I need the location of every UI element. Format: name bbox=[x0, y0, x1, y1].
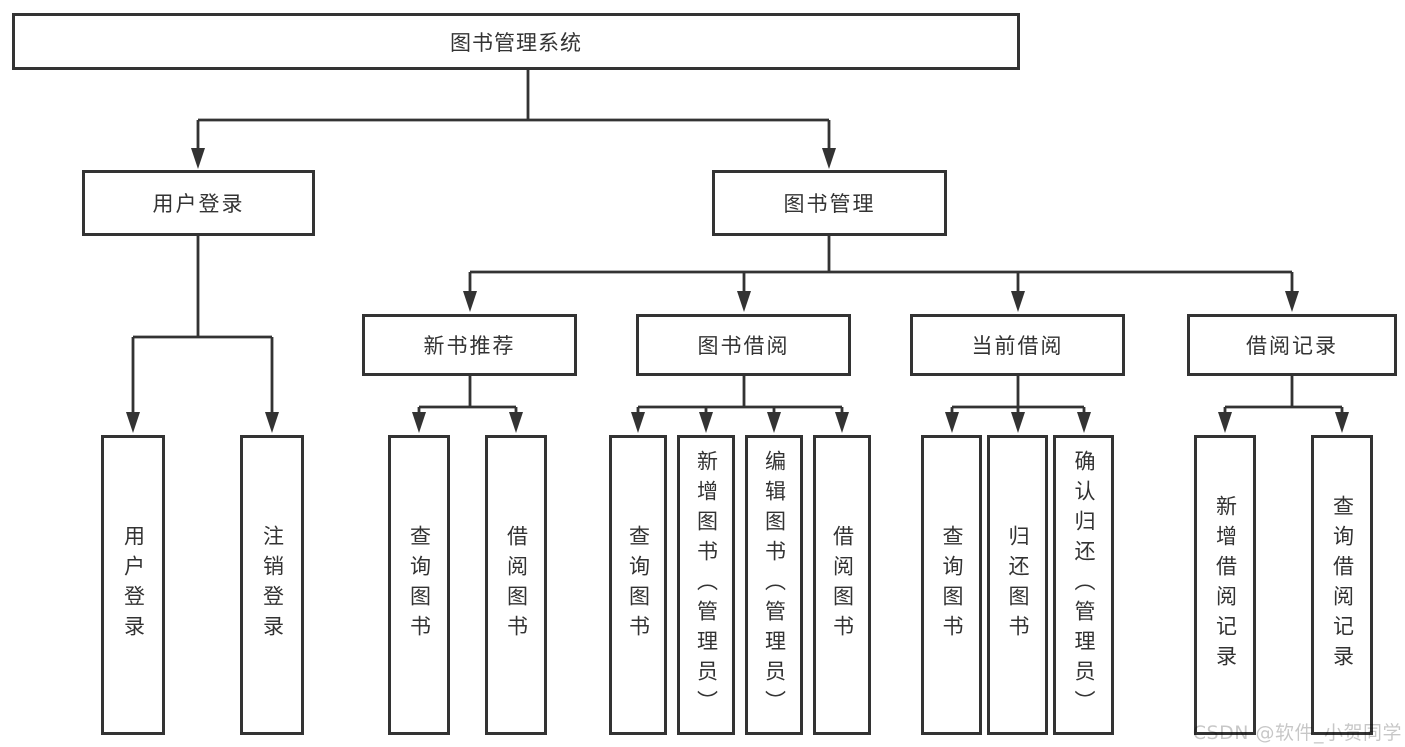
node-book-management-system: 图书管理系统 bbox=[12, 13, 1020, 70]
node-label: 借阅图书 bbox=[830, 525, 855, 645]
node-edit-book-admin: 编辑图书（管理员） bbox=[745, 435, 803, 735]
csdn-watermark: CSDN @软件_小贺同学 bbox=[1192, 722, 1402, 744]
node-label: 用户登录 bbox=[121, 525, 146, 645]
node-borrow-books: 借阅图书 bbox=[813, 435, 871, 735]
node-return-books: 归还图书 bbox=[987, 435, 1048, 735]
node-label: 查询图书 bbox=[407, 525, 432, 645]
node-book-borrowing: 图书借阅 bbox=[636, 314, 851, 376]
node-query-books: 查询图书 bbox=[388, 435, 450, 735]
node-logout-login: 注销登录 bbox=[240, 435, 304, 735]
node-label: 确认归还（管理员） bbox=[1072, 450, 1097, 720]
node-current-borrowing: 当前借阅 bbox=[910, 314, 1125, 376]
node-user-login: 用户登录 bbox=[101, 435, 165, 735]
node-label: 注销登录 bbox=[260, 525, 285, 645]
node-new-book-recommendation: 新书推荐 bbox=[362, 314, 577, 376]
node-book-management-branch: 图书管理 bbox=[712, 170, 947, 236]
node-label: 查询图书 bbox=[626, 525, 651, 645]
node-label: 编辑图书（管理员） bbox=[762, 450, 787, 720]
node-borrowing-records: 借阅记录 bbox=[1187, 314, 1397, 376]
node-borrow-books: 借阅图书 bbox=[485, 435, 547, 735]
node-query-books: 查询图书 bbox=[921, 435, 982, 735]
node-confirm-return-admin: 确认归还（管理员） bbox=[1053, 435, 1114, 735]
node-label: 归还图书 bbox=[1006, 525, 1031, 645]
node-query-books: 查询图书 bbox=[609, 435, 667, 735]
node-label: 新增图书（管理员） bbox=[694, 450, 719, 720]
node-label: 借阅图书 bbox=[504, 525, 529, 645]
node-add-book-admin: 新增图书（管理员） bbox=[677, 435, 735, 735]
node-label: 查询借阅记录 bbox=[1330, 495, 1355, 675]
node-label: 查询图书 bbox=[940, 525, 965, 645]
node-add-borrow-record: 新增借阅记录 bbox=[1194, 435, 1256, 735]
node-label: 新增借阅记录 bbox=[1213, 495, 1238, 675]
node-query-borrow-record: 查询借阅记录 bbox=[1311, 435, 1373, 735]
node-user-login-branch: 用户登录 bbox=[82, 170, 315, 236]
